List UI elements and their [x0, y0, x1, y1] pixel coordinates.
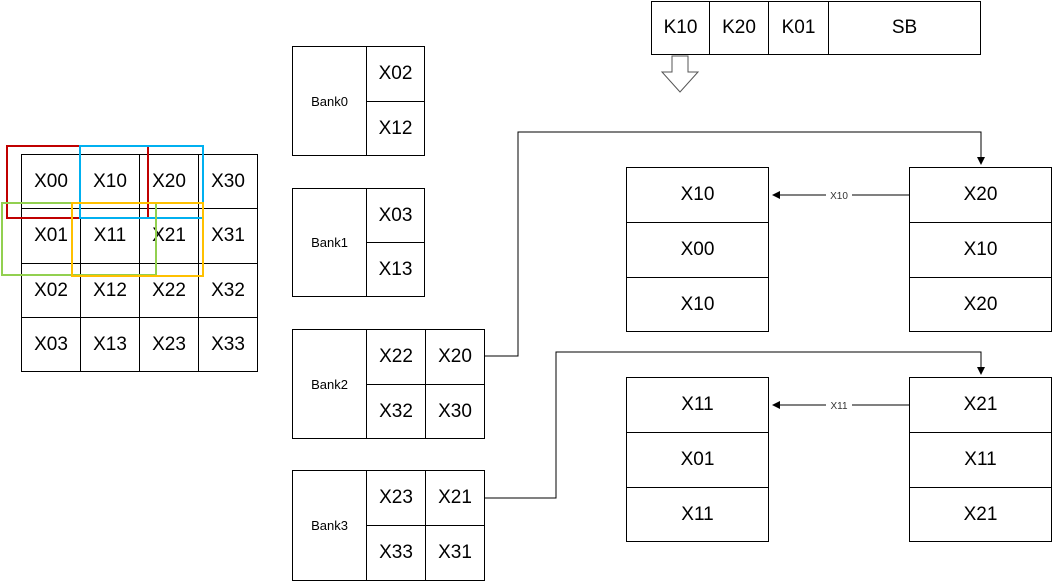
top-left-cell-0: X10: [626, 167, 769, 223]
top-right-cell-2: X20: [909, 277, 1052, 332]
grid-cell-x30: X30: [198, 154, 258, 209]
bank0-cell-x12: X12: [366, 101, 425, 156]
bank2-cell-x22: X22: [366, 329, 426, 385]
header-cell-sb: SB: [828, 1, 981, 55]
bottom-arrow-label: X11: [830, 401, 847, 412]
grid-cell-x32: X32: [198, 263, 258, 318]
bank1-label: Bank1: [311, 235, 348, 250]
bank2-cell-x30: X30: [425, 384, 485, 439]
bank2-label: Bank2: [311, 376, 348, 392]
header-cell-k20: K20: [709, 1, 769, 55]
grid-cell-x31: X31: [198, 208, 258, 264]
header-cell-k10: K10: [651, 1, 710, 55]
grid-cell-x03: X03: [21, 317, 81, 372]
grid-cell-x12: X12: [80, 263, 140, 318]
grid-cell-x23: X23: [139, 317, 199, 372]
bottom-right-cell-1: X11: [909, 432, 1052, 488]
bank0-cell-x02: X02: [366, 46, 425, 102]
grid-cell-x22: X22: [139, 263, 199, 318]
bank3-label: Bank3: [311, 518, 348, 533]
bank2-cell-x20: X20: [425, 329, 485, 385]
bank3-cell-x21: X21: [425, 470, 485, 526]
grid-cell-x10: X10: [80, 154, 140, 209]
bottom-left-cell-0: X11: [626, 377, 769, 433]
wire-bank3-to-bottom: [485, 351, 985, 499]
grid-cell-x33: X33: [198, 317, 258, 372]
top-arrow-label: X10: [830, 191, 848, 202]
grid-cell-x13: X13: [80, 317, 140, 372]
header-cell-k01: K01: [768, 1, 829, 55]
bottom-left-cell-2: X11: [626, 487, 769, 542]
bank1-cell-x13: X13: [366, 242, 425, 297]
down-arrow-icon: [660, 55, 700, 93]
bottom-right-cell-0: X21: [909, 377, 1052, 433]
bank3-cell-x33: X33: [366, 525, 426, 581]
bottom-right-cell-2: X21: [909, 487, 1052, 542]
top-left-cell-2: X10: [626, 277, 769, 332]
bank0-label: Bank0: [311, 93, 348, 109]
bank2-cell-x32: X32: [366, 384, 426, 439]
top-right-cell-0: X20: [909, 167, 1052, 223]
wire-bank2-to-top: [485, 131, 985, 357]
